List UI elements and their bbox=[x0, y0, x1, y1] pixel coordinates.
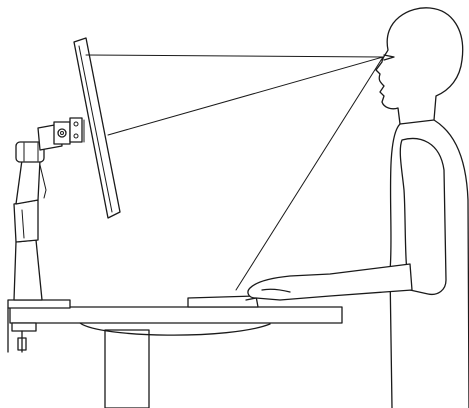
sight-line-keyboard bbox=[235, 56, 384, 291]
desk-clamp bbox=[7, 299, 71, 353]
person-forearm bbox=[247, 263, 413, 301]
eye-icon bbox=[383, 54, 395, 61]
desk-tray bbox=[79, 322, 271, 336]
vesa-mount bbox=[69, 117, 83, 143]
arm-lower-segment bbox=[13, 199, 39, 243]
person-torso bbox=[389, 119, 469, 408]
keyboard bbox=[187, 295, 259, 308]
sight-line-screen bbox=[107, 56, 384, 136]
arm-post bbox=[13, 239, 43, 301]
clamp-top-plate bbox=[7, 299, 71, 309]
clamp-knob bbox=[17, 337, 27, 351]
monitor-screen-edge bbox=[78, 45, 113, 213]
arm-upright bbox=[15, 159, 41, 205]
keyboard-body bbox=[187, 295, 259, 308]
desk-top bbox=[9, 306, 343, 324]
tilt-knob-icon bbox=[57, 128, 67, 138]
person bbox=[245, 7, 469, 408]
desk bbox=[9, 306, 343, 408]
sight-lines bbox=[85, 54, 384, 291]
monitor bbox=[73, 37, 121, 219]
arm-elbow-joint bbox=[15, 141, 45, 163]
person-head bbox=[375, 7, 464, 125]
sight-line-top bbox=[85, 54, 384, 58]
monitor-body bbox=[73, 37, 121, 219]
person-fingers bbox=[261, 288, 291, 293]
monitor-arm bbox=[13, 117, 85, 301]
desk-leg bbox=[104, 329, 150, 408]
arm-tilt-head bbox=[53, 121, 71, 145]
clamp-bottom-plate bbox=[11, 322, 37, 332]
